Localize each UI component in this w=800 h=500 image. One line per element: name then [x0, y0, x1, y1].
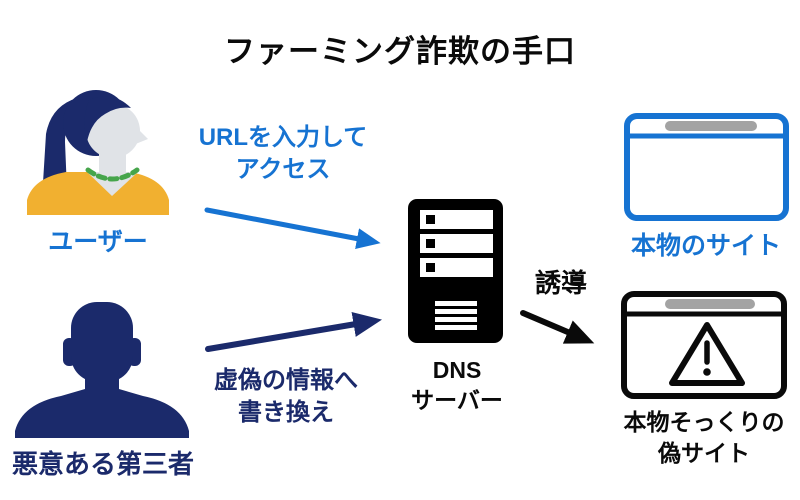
flow-label-guide: 誘導: [534, 268, 587, 298]
flow-label-falsify-info-line2: 書き換え: [238, 399, 334, 426]
address-bar-pill: [665, 299, 755, 309]
dns-server-label: DNS サーバー: [398, 355, 516, 415]
fake-site-label: 本物そっくりの 偽サイト: [606, 407, 800, 469]
warning-triangle-icon: [669, 322, 745, 386]
flow-label-url-access-line1: URLを入力して: [198, 124, 368, 151]
fake-site-label-line2: 偽サイト: [658, 440, 750, 466]
diagram-title: ファーミング詐欺の手口: [224, 34, 576, 69]
server-tower-icon: [408, 199, 503, 343]
arrow-dns-to-fake-site: [520, 310, 595, 344]
browser-window-warning-icon: [621, 291, 787, 399]
browser-window-icon: [624, 113, 789, 221]
user-label: ユーザー: [48, 228, 148, 256]
flow-label-url-access: URLを入力して アクセス: [183, 122, 383, 186]
address-bar-pill: [665, 121, 757, 131]
person-silhouette-icon: [15, 302, 189, 438]
attacker-label: 悪意ある第三者: [11, 449, 194, 479]
arrow-user-to-dns: [204, 207, 381, 249]
dns-server-label-line2: サーバー: [411, 387, 503, 413]
flow-label-falsify-info: 虚偽の情報へ 書き換え: [183, 365, 389, 429]
dns-server-label-line1: DNS: [432, 357, 482, 383]
female-user-avatar-icon: [27, 90, 169, 215]
flow-label-falsify-info-line1: 虚偽の情報へ: [214, 367, 358, 394]
arrow-attacker-to-dns: [205, 311, 383, 352]
flow-label-url-access-line2: アクセス: [235, 156, 331, 183]
fake-site-label-line1: 本物そっくりの: [623, 409, 785, 435]
real-site-label: 本物のサイト: [630, 232, 781, 260]
